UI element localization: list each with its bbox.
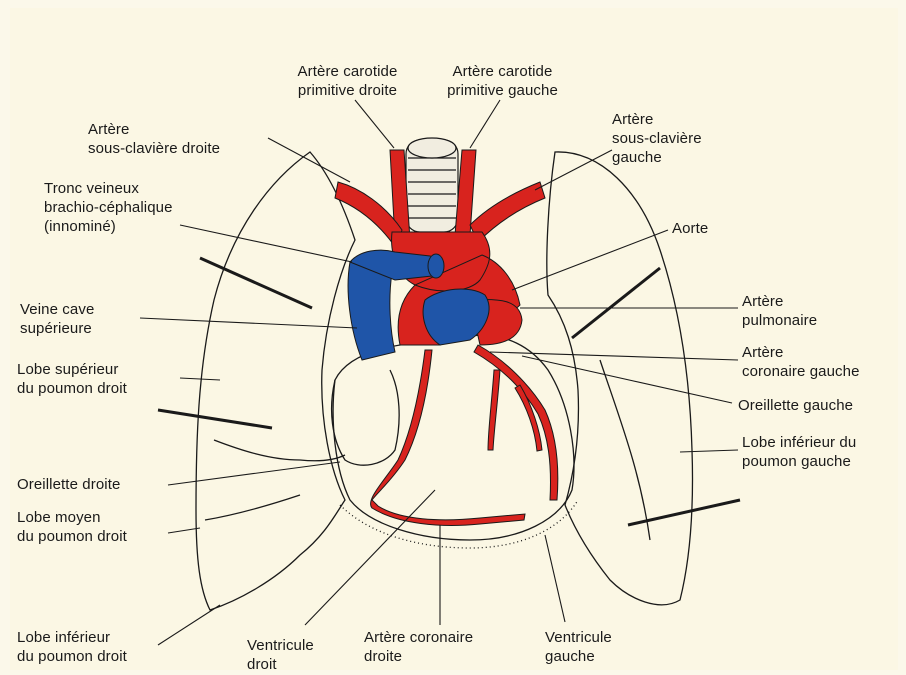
- label-right-subclavian-artery: Artère sous-clavière droite: [88, 120, 220, 158]
- label-lower-lobe-left-lung: Lobe inférieur du poumon gauche: [742, 433, 856, 471]
- label-right-ventricle: Ventricule droit: [247, 636, 314, 674]
- label-aorta: Aorte: [672, 219, 708, 238]
- trachea: [406, 138, 458, 232]
- right-atrium-outline: [332, 370, 400, 465]
- label-lower-lobe-right-lung: Lobe inférieur du poumon droit: [17, 628, 127, 666]
- pin-upper-right: [572, 268, 660, 338]
- right-lung-outline: [196, 152, 355, 610]
- label-left-common-carotid: Artère carotide primitive gauche: [430, 62, 575, 100]
- label-left-ventricle: Ventricule gauche: [545, 628, 612, 666]
- label-right-coronary-artery: Artère coronaire droite: [364, 628, 473, 666]
- label-brachiocephalic-trunk: Tronc veineux brachio-céphalique (innomi…: [44, 179, 173, 236]
- label-right-atrium: Oreillette droite: [17, 475, 120, 494]
- left-coronary-artery: [474, 345, 558, 500]
- label-left-coronary-artery: Artère coronaire gauche: [742, 343, 860, 381]
- pin-upper-left: [200, 258, 312, 308]
- coronary-branch-1: [488, 370, 500, 450]
- label-middle-lobe-right-lung: Lobe moyen du poumon droit: [17, 508, 127, 546]
- right-lung-fissure: [214, 440, 345, 461]
- label-superior-vena-cava: Veine cave supérieure: [20, 300, 94, 338]
- right-lung-fissure-2: [205, 495, 300, 520]
- label-pulmonary-artery: Artère pulmonaire: [742, 292, 817, 330]
- label-left-subclavian-artery: Artère sous-clavière gauche: [612, 110, 702, 167]
- left-lung-fissure: [600, 360, 650, 540]
- label-upper-lobe-right-lung: Lobe supérieur du poumon droit: [17, 360, 127, 398]
- label-right-common-carotid: Artère carotide primitive droite: [275, 62, 420, 100]
- right-coronary-artery: [371, 350, 525, 525]
- pin-mid-left: [158, 410, 272, 428]
- label-left-atrium: Oreillette gauche: [738, 396, 853, 415]
